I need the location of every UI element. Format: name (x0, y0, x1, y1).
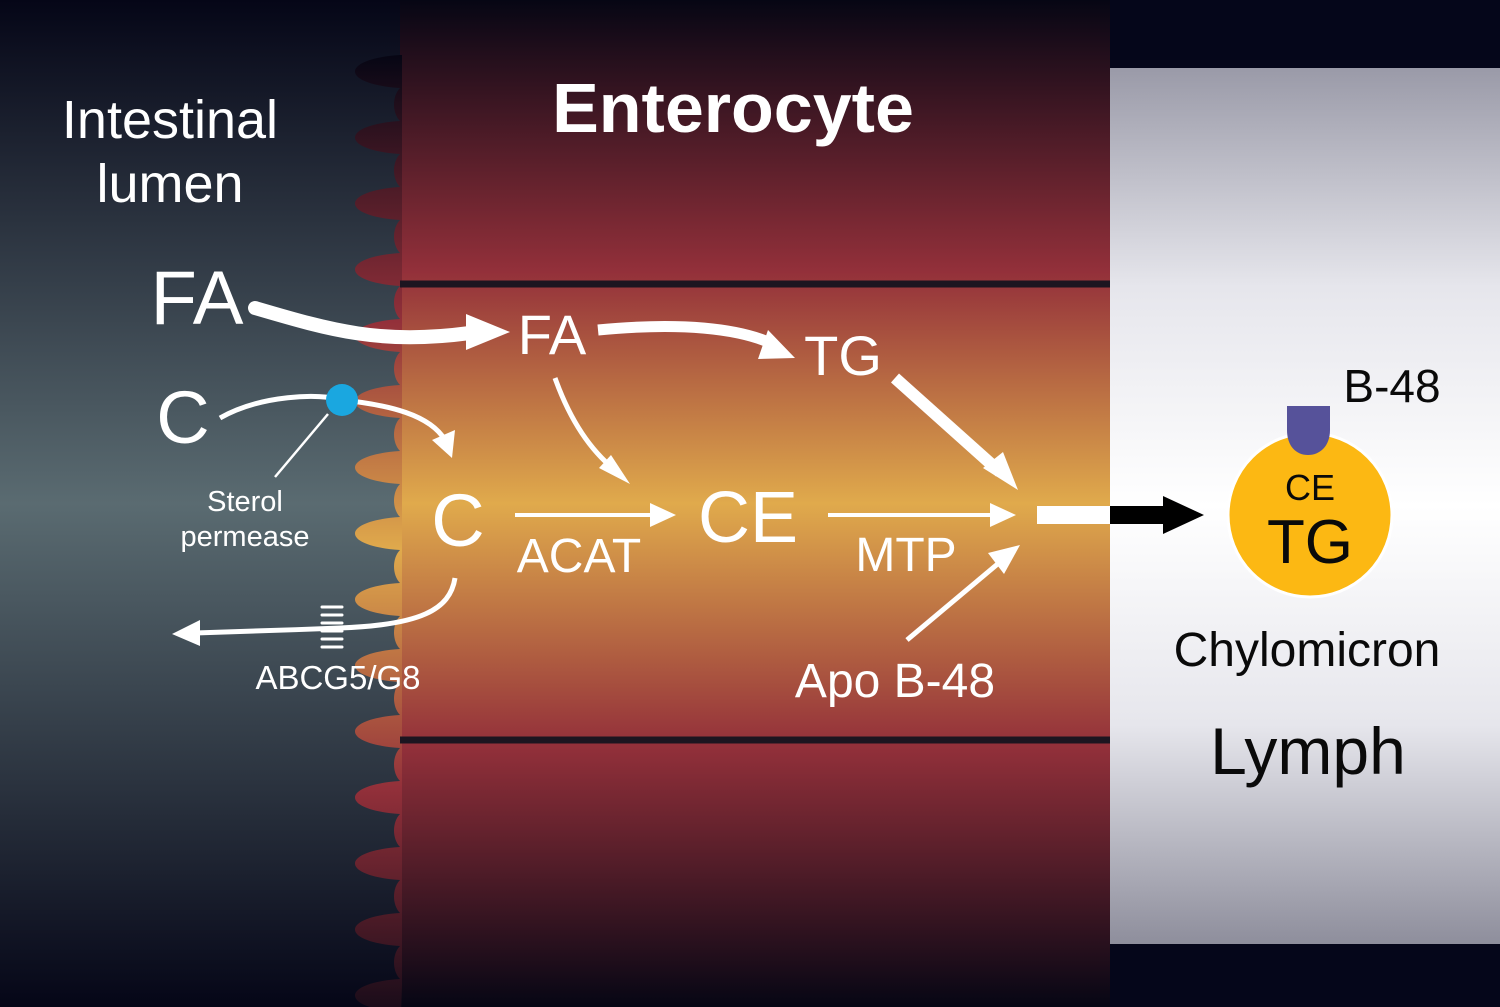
intestinal-lumen-region (0, 0, 400, 1007)
ce-to-assembly-arrowhead (990, 503, 1016, 527)
cell-c-label: C (431, 479, 484, 562)
fa-uptake-arrowhead (466, 314, 510, 350)
abcg5-g8-transporter-icon (320, 605, 344, 649)
abcg5-g8-label: ABCG5/G8 (255, 659, 420, 696)
fa-to-tg-arrow (597, 321, 778, 350)
fa-uptake-arrow (248, 301, 477, 345)
chylomicron-core-ce: CE (1285, 467, 1335, 508)
c-efflux-arrowhead (172, 620, 200, 646)
fa-to-ce-arrowhead (599, 455, 630, 484)
cell-tg-label: TG (804, 324, 882, 387)
apob48-to-assembly-arrowhead (988, 545, 1020, 574)
lumen-fa-label: FA (151, 256, 244, 341)
enterocyte-region (400, 0, 1110, 1007)
cell-fa-label: FA (518, 303, 587, 366)
fa-to-tg-arrowhead (758, 330, 795, 359)
enterocyte-label: Enterocyte (552, 69, 914, 147)
apob48-cap-icon (1287, 406, 1330, 455)
tg-to-assembly-arrow (890, 373, 1005, 477)
assembly-output-bar (1037, 506, 1110, 524)
export-arrowhead (1163, 496, 1204, 534)
mtp-enzyme-label: MTP (855, 529, 956, 582)
chylomicron-apo-tag: B-48 (1343, 360, 1440, 412)
sterol-permease-transporter (326, 384, 358, 416)
c-uptake-arrowhead (432, 430, 455, 458)
lymph-label: Lymph (1210, 714, 1406, 788)
sterol-permease-label-line1: Sterol (207, 486, 283, 518)
apob48-to-assembly-arrow (905, 560, 1002, 642)
chylomicron-label: Chylomicron (1174, 624, 1441, 677)
sterol-permease-label-line2: permease (181, 521, 310, 553)
cell-ce-label: CE (698, 478, 798, 558)
lumen-c-label: C (156, 376, 209, 459)
microvilli-border (355, 55, 402, 1007)
tg-to-assembly-arrowhead (983, 452, 1018, 490)
lumen-label-line1: Intestinal (62, 90, 278, 150)
acat-enzyme-label: ACAT (517, 530, 641, 583)
lumen-label-line2: lumen (96, 154, 243, 214)
apo-b48-label: Apo B-48 (795, 655, 995, 708)
chylomicron-core-tg: TG (1267, 508, 1353, 577)
c-efflux-arrow (194, 577, 458, 636)
c-to-ce-arrowhead (650, 503, 676, 527)
export-arrow-shaft (1110, 506, 1168, 524)
sterol-permease-pointer (274, 413, 329, 478)
